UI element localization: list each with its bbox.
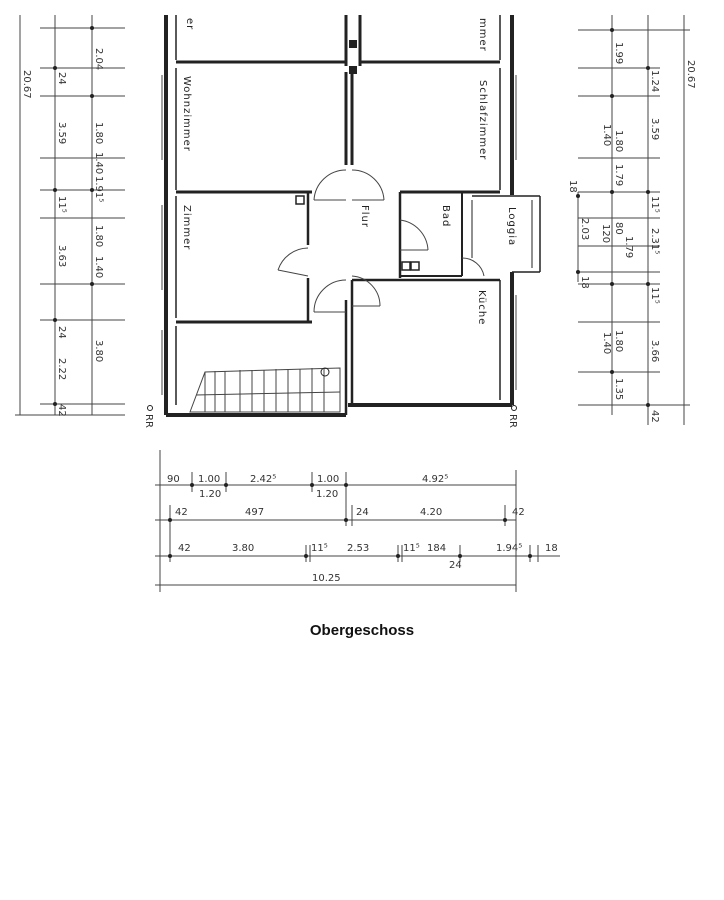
bottom-total-dimension: 10.25 [312,573,341,584]
right-dimension-label: 3.59 [649,118,660,140]
walls [161,15,541,417]
bottom-dimension-label: 11⁵ [311,543,328,554]
rr-marker-right: RR [507,414,518,428]
left-total-dimension: 20.67 [21,70,32,99]
room-label-schlafzimmer: Schlafzimmer [477,80,488,160]
right-dimension-label: 1.79 [613,164,624,186]
left-dimension-label: 1.40 [93,256,104,278]
left-dimension-label: 1.40 [93,152,104,174]
bottom-dimension-label: 2.42⁵ [250,474,276,485]
left-dimension-label: 2.04 [93,48,104,70]
room-label-top-left: er [184,18,195,30]
room-label-zimmer: Zimmer [181,205,192,250]
left-dimension-label: 1.80 [93,225,104,247]
bottom-dimension-label: 1.00 [317,474,339,485]
bottom-dimension-label: 2.53 [347,543,369,554]
right-dimension-label: 1.24 [649,70,660,92]
left-dimension-label: 3.59 [56,122,67,144]
room-label-loggia: Loggia [506,207,517,246]
right-dimension-label: 1.80 [613,330,624,352]
left-dimension-label: 2.22 [56,358,67,380]
right-dimension-label: 3.66 [649,340,660,362]
left-dimension-label: 42 [56,404,67,417]
room-label-wohnzimmer: Wohnzimmer [181,76,192,152]
loggia-dimension-label: 2.03 [579,218,590,240]
left-dimension-label: 1.91⁵ [93,176,104,202]
bottom-dimension-label: 42 [178,543,191,554]
bottom-dimension-label: 1.20 [199,489,221,500]
bottom-dimension-label: 18 [545,543,558,554]
right-total-dimension: 20.67 [685,60,696,89]
loggia-dimension-label: 120 [600,224,611,243]
loggia-dimension-label: 18 [567,180,578,193]
bottom-dimension-label: 1.20 [316,489,338,500]
right-dimension-label: 1.35 [613,378,624,400]
left-dimension-label: 11⁵ [56,196,67,213]
bottom-dimension-label: 4.92⁵ [422,474,448,485]
rr-markers: RR RR [143,405,518,428]
right-dimension-label: 1.99 [613,42,624,64]
bottom-dimension-label: 11⁵ [403,543,420,554]
room-label-flur: Flur [359,205,370,228]
right-dimension-label: 1.40 [601,124,612,146]
staircase [189,367,341,413]
left-dimension-label: 24 [56,326,67,339]
left-dimension-label: 24 [56,72,67,85]
bottom-dimension-label: 497 [245,507,264,518]
right-dimension-label: 11⁵ [649,287,660,304]
left-dimension-label: 3.63 [56,245,67,267]
bottom-dimension-label: 90 [167,474,180,485]
floor-plan: 20.67 2.04 1.80 1.40 1.91⁵ 1.80 1.40 3.8… [15,15,696,592]
loggia-dimension-label: 18 [579,276,590,289]
bottom-dimension-label: 4.20 [420,507,442,518]
bottom-dimension-label: 42 [512,507,525,518]
bottom-dimension-label: 1.94⁵ [496,543,522,554]
bottom-dimension-label: 184 [427,543,446,554]
bottom-dimension-label: 3.80 [232,543,254,554]
rr-marker-left: RR [143,414,154,428]
right-dimension-label: 1.80 [613,130,624,152]
right-dimension-chain: 20.67 1.99 1.24 3.59 11⁵ 2.31⁵ 11⁵ 3.66 … [567,15,696,425]
room-label-top-right: mmer [477,18,488,52]
left-dimension-label: 3.80 [93,340,104,362]
bottom-dimension-chain: 90 1.00 2.42⁵ 1.00 4.92⁵ 1.20 1.20 42 49… [155,450,560,592]
bottom-dimension-label: 24 [449,560,462,571]
bottom-dimension-label: 24 [356,507,369,518]
bottom-dimension-label: 42 [175,507,188,518]
right-dimension-label: 1.79 [623,236,634,258]
bottom-dimension-label: 1.00 [198,474,220,485]
right-dimension-label: 42 [649,410,660,423]
right-dimension-label: 80 [613,222,624,235]
right-dimension-label: 11⁵ [649,196,660,213]
left-dimension-label: 1.80 [93,122,104,144]
room-label-kueche: Küche [476,290,487,325]
right-dimension-label: 1.40 [601,332,612,354]
room-labels: er mmer Wohnzimmer Schlafzimmer Zimmer F… [181,18,517,325]
plan-title: Obergeschoss [309,622,415,639]
room-label-bad: Bad [440,205,451,227]
left-dimension-chain: 20.67 2.04 1.80 1.40 1.91⁵ 1.80 1.40 3.8… [15,15,125,417]
right-dimension-label: 2.31⁵ [649,228,660,254]
door-swings [277,169,485,313]
